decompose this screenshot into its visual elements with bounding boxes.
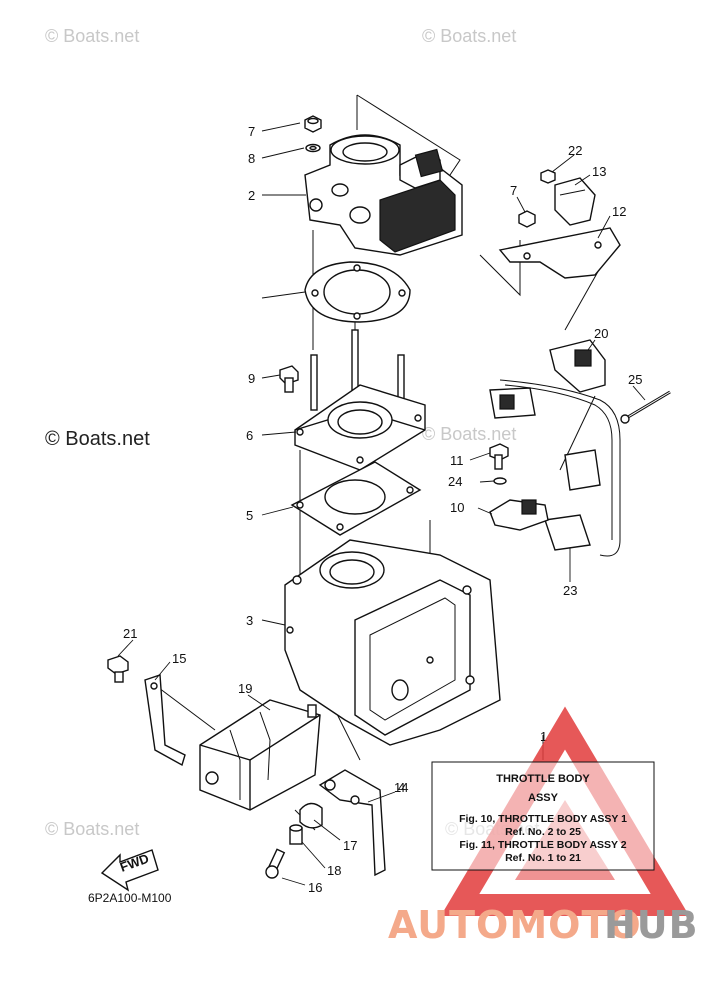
fwd-arrow-icon: FWD (100, 849, 159, 892)
spacer-part-6 (294, 384, 426, 471)
callout-4: 4 (398, 780, 405, 795)
callout-7-top: 7 (248, 124, 255, 139)
callout-2: 2 (248, 188, 255, 203)
callout-3: 3 (246, 613, 253, 628)
callout-21: 21 (123, 626, 137, 641)
cable-tie-part-25 (620, 390, 671, 424)
callout-25: 25 (628, 372, 642, 387)
watermark-top-left: © Boats.net (45, 26, 139, 46)
brand-wordmark: AUTOMOTO HUB (388, 903, 699, 947)
callout-5: 5 (246, 508, 253, 523)
ref-fig10-line: Fig. 10, THROTTLE BODY ASSY 1 (459, 813, 627, 825)
throttle-body-part-2 (304, 134, 463, 256)
reference-box: THROTTLE BODY ASSY Fig. 10, THROTTLE BOD… (431, 761, 655, 871)
callout-18: 18 (327, 863, 341, 878)
callout-13: 13 (592, 164, 606, 179)
canister-part-19 (199, 699, 321, 811)
ref-title-line2: ASSY (528, 792, 559, 804)
callout-16: 16 (308, 880, 322, 895)
brand-part2: HUB (604, 903, 699, 947)
callout-1: 1 (540, 729, 547, 744)
bolt-part-11 (489, 443, 509, 470)
ref-fig11-line: Fig. 11, THROTTLE BODY ASSY 2 (459, 839, 626, 851)
washer-part-24 (493, 477, 507, 485)
clip-part-13 (554, 177, 596, 226)
callout-15: 15 (172, 651, 186, 666)
gasket-part-4 (304, 261, 411, 323)
callout-19: 19 (238, 681, 252, 696)
callout-14: 14 (394, 780, 408, 795)
watermark-mid-left: © Boats.net (45, 428, 150, 450)
bolt-part-16 (265, 848, 286, 879)
callout-6: 6 (246, 428, 253, 443)
callout-20: 20 (594, 326, 608, 341)
watermark-mid-right: © Boats.net (422, 424, 516, 444)
ref-title-line1: THROTTLE BODY (496, 773, 590, 785)
studs (310, 329, 405, 411)
grommet-part-17 (299, 802, 323, 829)
sensor-part-10 (489, 499, 549, 531)
bolt-part-9 (279, 365, 299, 393)
brand-part1: AUTOMOTO (388, 903, 642, 947)
callout-8: 8 (248, 151, 255, 166)
ref-fig11-range: Ref. No. 1 to 21 (505, 852, 581, 864)
washer-part-8 (305, 143, 321, 153)
watermark-bottom-left: © Boats.net (45, 819, 139, 839)
bracket-part-14 (318, 769, 386, 877)
callout-11: 11 (450, 453, 464, 468)
callout-22: 22 (568, 143, 582, 158)
nut-part-22 (540, 169, 556, 184)
callout-24: 24 (448, 474, 462, 489)
watermark-top-right: © Boats.net (422, 26, 516, 46)
nut-part-7-right (518, 210, 536, 228)
wiring-harness (489, 379, 621, 557)
manifold-part-3 (284, 539, 501, 746)
gasket-part-5 (290, 461, 422, 536)
callout-numbers: 1 2 3 4 5 6 7 7 8 9 10 11 12 13 14 15 16… (123, 124, 642, 895)
nut-part-7-top (304, 115, 322, 133)
bolt-part-21 (107, 655, 129, 683)
bracket-part-15 (144, 674, 186, 767)
bracket-part-12 (498, 227, 621, 279)
sensor-part-20 (549, 339, 606, 393)
callout-10: 10 (450, 500, 464, 515)
collar-part-18 (289, 824, 303, 845)
callout-12: 12 (612, 204, 626, 219)
diagram-code: 6P2A100-M100 (88, 891, 172, 905)
callout-9: 9 (248, 371, 255, 386)
callout-17: 17 (343, 838, 357, 853)
callout-23: 23 (563, 583, 577, 598)
callout-7-right: 7 (510, 183, 517, 198)
ref-fig10-range: Ref. No. 2 to 25 (505, 826, 581, 838)
